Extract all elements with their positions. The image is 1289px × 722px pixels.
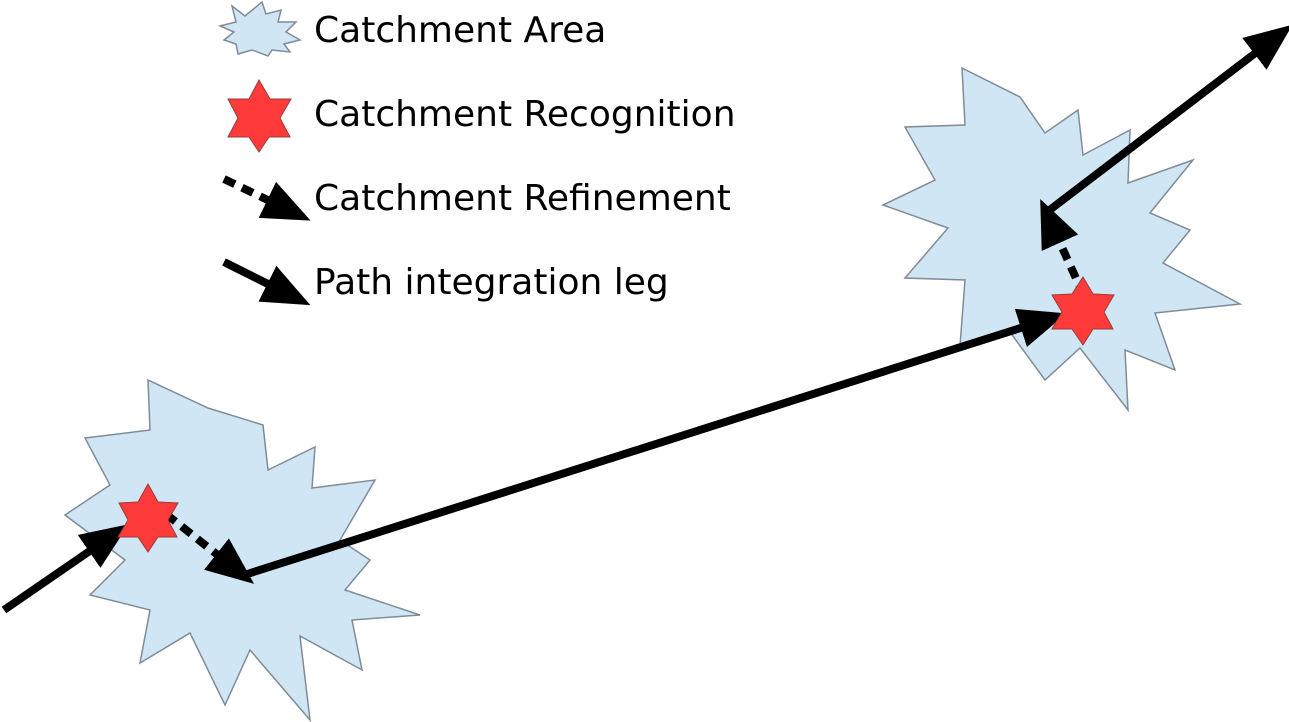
legend: Catchment Area Catchment Recognition Cat… — [217, 0, 736, 306]
red-star-icon — [227, 78, 292, 153]
path-leg-main — [239, 308, 1067, 580]
legend-label-catchment-refinement: Catchment Refinement — [314, 178, 731, 219]
legend-label-catchment-recognition: Catchment Recognition — [314, 94, 736, 135]
recognition-star-left — [117, 482, 179, 553]
dashed-arrow-icon — [222, 175, 311, 221]
legend-item-catchment-area: Catchment Area — [217, 0, 606, 57]
recognition-star-right — [1051, 276, 1115, 346]
refinement-arrow-left — [163, 510, 255, 584]
legend-item-path-integration-leg: Path integration leg — [222, 258, 669, 306]
catchment-area-left — [63, 378, 421, 722]
starburst-icon — [217, 0, 302, 57]
path-leg-junction — [239, 570, 248, 580]
legend-item-catchment-recognition: Catchment Recognition — [227, 78, 736, 153]
path-leg-exit — [1044, 24, 1289, 216]
legend-label-catchment-area: Catchment Area — [314, 10, 606, 51]
path-leg-entry — [1, 524, 129, 614]
legend-item-catchment-refinement: Catchment Refinement — [222, 175, 731, 221]
legend-label-path-integration-leg: Path integration leg — [314, 262, 669, 303]
solid-arrow-icon — [222, 258, 311, 306]
